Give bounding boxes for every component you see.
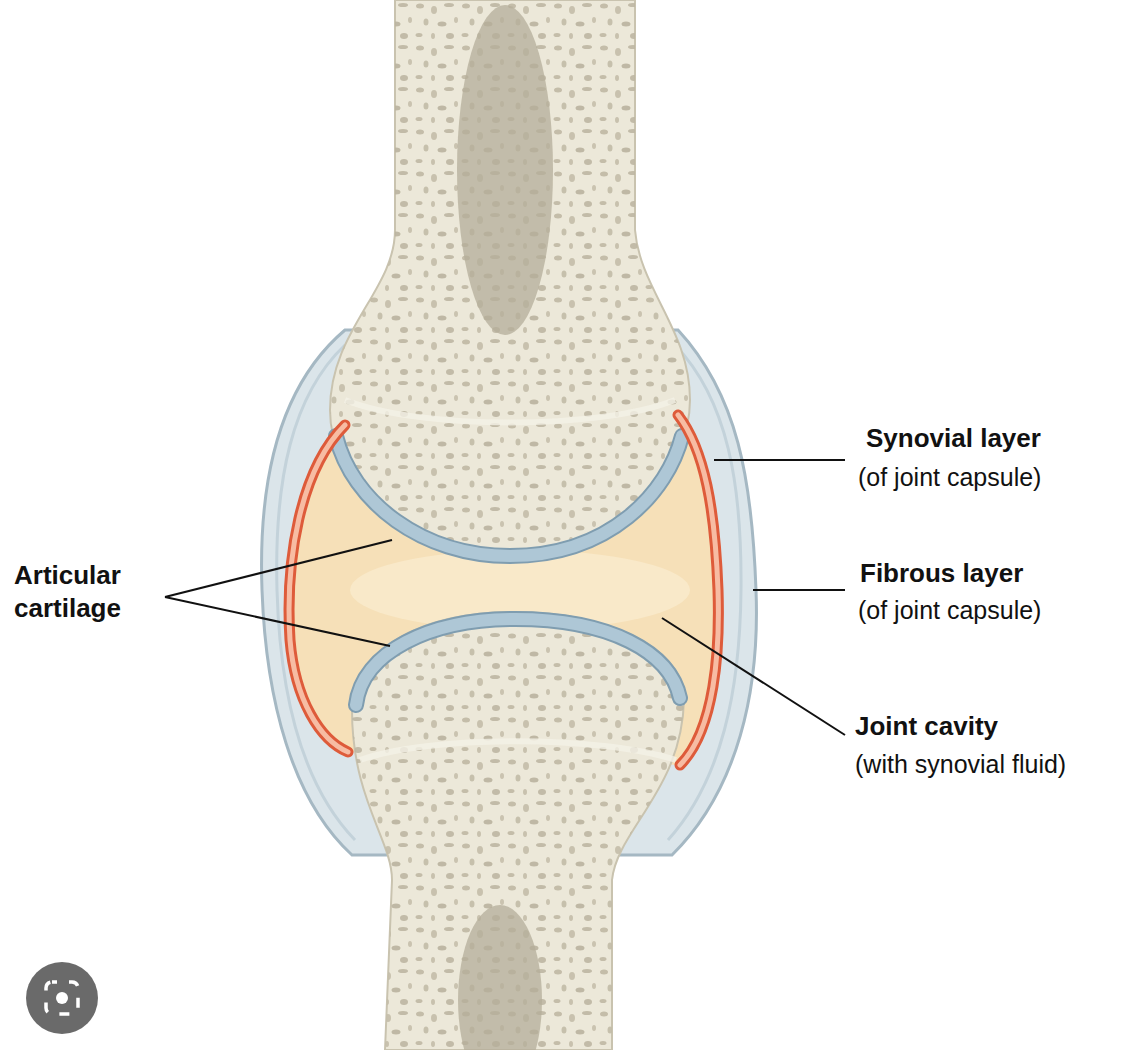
left-synovial-layer-fill — [289, 425, 348, 752]
leader-line — [165, 597, 390, 646]
part-note: (of joint capsule) — [858, 462, 1041, 492]
part-note: (of joint capsule) — [858, 595, 1041, 625]
upper-medullary-cavity — [457, 5, 553, 335]
lower-articular-cartilage — [356, 619, 680, 705]
lower-medullary-cavity — [458, 905, 542, 1050]
lower-articular-cartilage-fill — [356, 619, 680, 705]
leader-line — [753, 589, 845, 591]
part-label: Articular cartilage — [14, 559, 164, 625]
part-note: (with synovial fluid) — [855, 749, 1066, 779]
upper-articular-cartilage — [336, 436, 682, 556]
right-synovial-layer-fill — [678, 415, 718, 765]
left-synovial-layer — [289, 425, 348, 752]
upper-spongy-bone — [330, 0, 690, 562]
part-label: Synovial layer — [866, 423, 1041, 454]
lens-icon-dot — [56, 992, 68, 1004]
upper-bone — [330, 0, 690, 562]
upper-epiphyseal-line — [345, 400, 675, 423]
leader-line — [662, 618, 845, 735]
upper-articular-cartilage-fill — [336, 436, 682, 556]
part-label: Joint cavity — [855, 711, 998, 742]
leader-line — [165, 540, 392, 597]
lens-icon — [26, 962, 98, 1034]
lens-icon-frame — [46, 982, 78, 1014]
part-label: Fibrous layer — [860, 558, 1023, 589]
leader-line — [714, 459, 845, 461]
lower-epiphyseal-line — [360, 741, 676, 760]
right-synovial-layer — [678, 415, 718, 765]
